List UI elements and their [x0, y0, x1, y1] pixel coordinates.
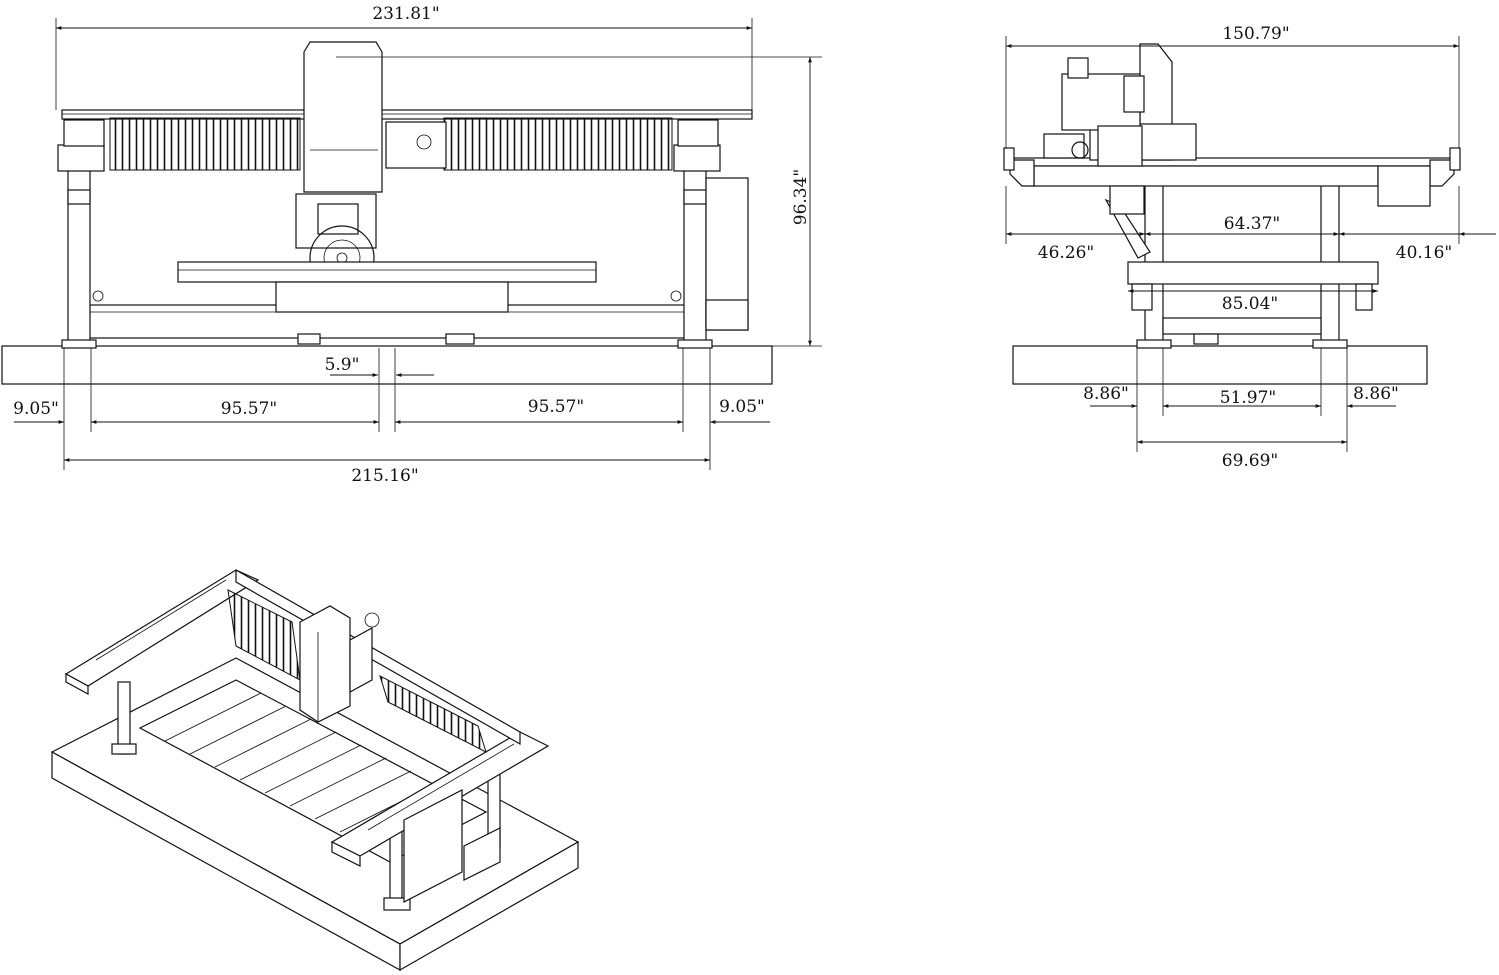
side-leg-span-label: 51.97": [1220, 388, 1277, 408]
front-left-outer-label: 9.05": [13, 399, 59, 419]
front-right-leg: [673, 119, 749, 349]
side-table-width-label: 85.04": [1222, 294, 1279, 314]
side-overall-width-label: 150.79": [1222, 24, 1289, 44]
side-center-span-label: 64.37": [1224, 214, 1281, 234]
front-left-leg: [57, 119, 105, 349]
front-spindle-head: [295, 41, 383, 291]
side-view: 150.79" 46.26" 64.37" 40.16" 85.04" 8.86…: [1003, 24, 1496, 471]
side-right-overhang-label: 40.16": [1396, 243, 1453, 263]
front-bellows-left: [109, 117, 301, 171]
iso-bellows-front: [379, 675, 487, 753]
side-base-width-label: 69.69": [1222, 451, 1279, 471]
front-top-beam: [61, 109, 753, 120]
front-overall-width-label: 231.81": [372, 4, 439, 24]
front-base-slab: [1, 345, 773, 385]
front-height-label: 96.34": [791, 169, 811, 226]
side-left-overhang-label: 46.26": [1038, 243, 1095, 263]
front-leg-offset-label: 5.9": [325, 355, 360, 375]
side-right-leg-label: 8.86": [1353, 384, 1399, 404]
front-right-span-label: 95.57": [528, 397, 585, 417]
iso-control-cabinet: [403, 789, 463, 903]
side-spindle-assembly: [1043, 43, 1197, 259]
front-base-width-label: 215.16": [351, 466, 418, 486]
isometric-view: [50, 568, 580, 972]
side-top-beam: [1009, 157, 1455, 167]
front-left-span-label: 95.57": [221, 399, 278, 419]
front-cutting-table: [177, 261, 597, 283]
iso-spindle-head: [299, 605, 380, 723]
side-base-slab: [1012, 345, 1428, 385]
side-left-leg-label: 8.86": [1083, 384, 1129, 404]
front-view: 231.81" 96.34" 5.9" 9.05" 95.57" 95.57" …: [1, 4, 822, 486]
front-bellows-right: [443, 117, 673, 171]
front-right-outer-label: 9.05": [719, 397, 765, 417]
